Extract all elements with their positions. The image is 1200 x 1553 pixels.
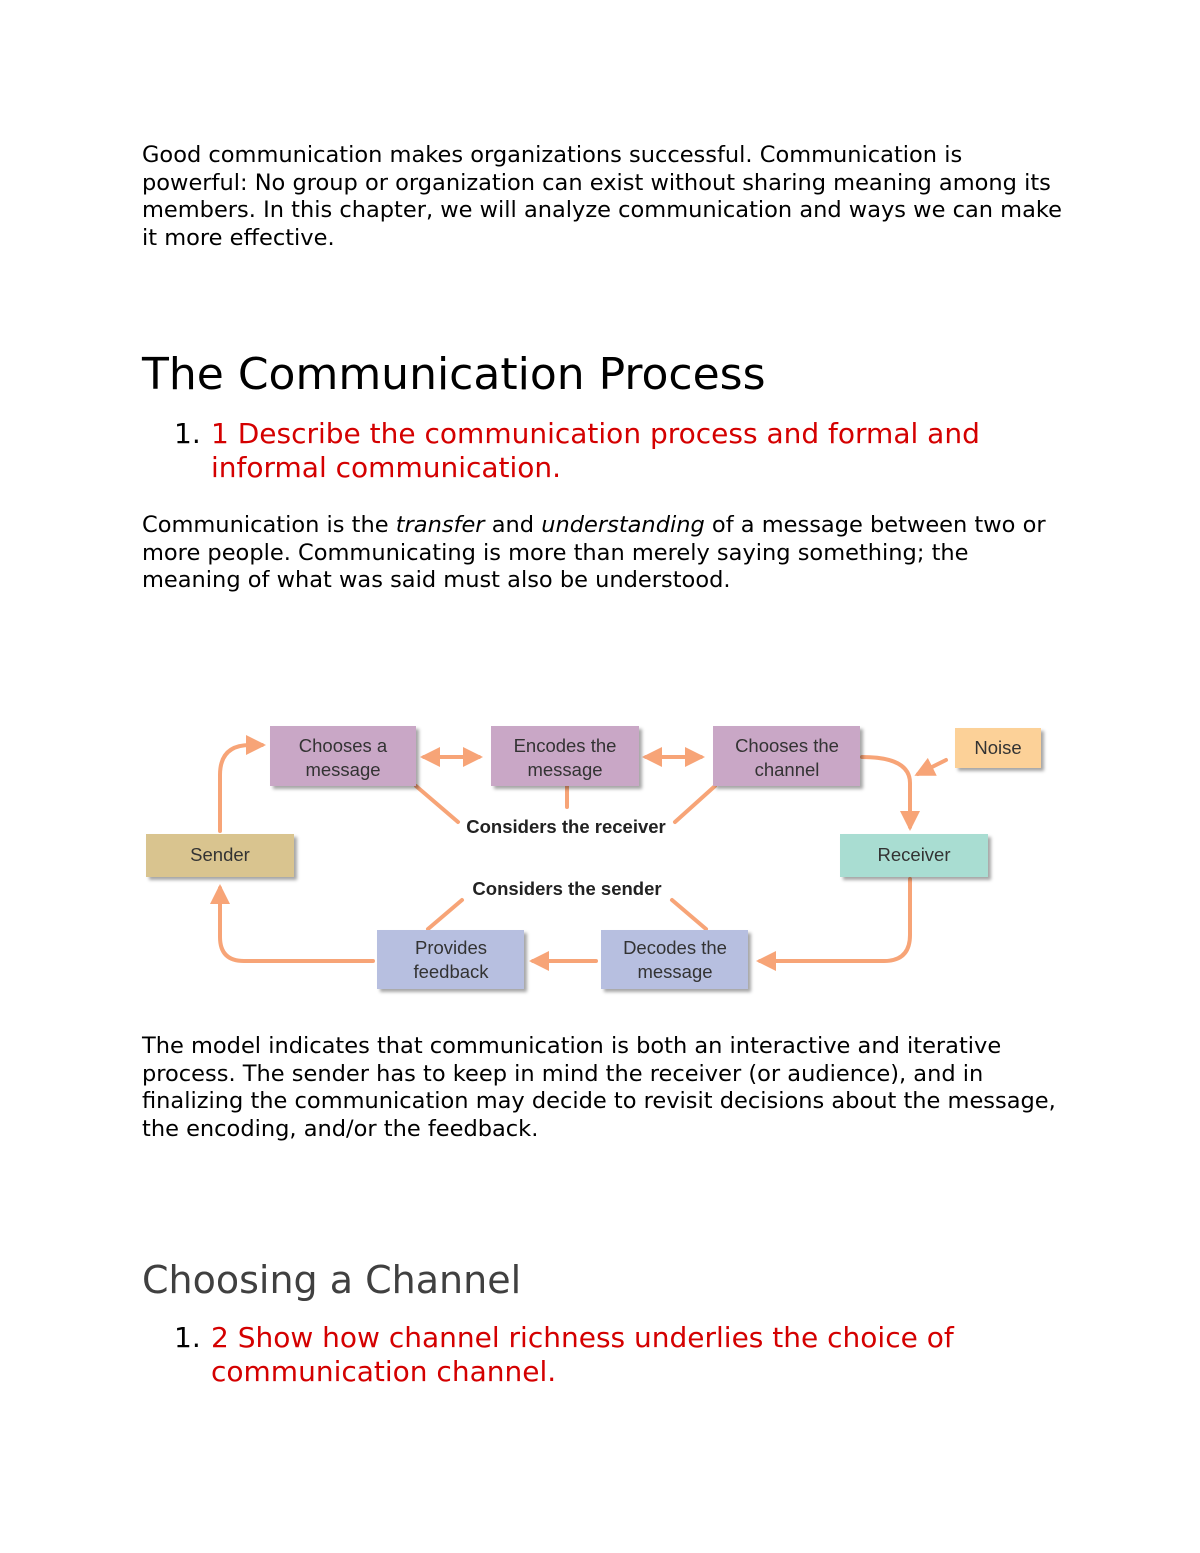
box-label-line: message xyxy=(305,759,380,780)
model-paragraph: The model indicates that communication i… xyxy=(142,1033,1056,1142)
definition-text: of a message between two or more people.… xyxy=(142,512,1046,593)
intro-paragraph: Good communication makes organizations s… xyxy=(142,142,1062,251)
box-label-line: message xyxy=(637,961,712,982)
considers-receiver-label: Considers the receiver xyxy=(466,816,665,837)
box-label-line: feedback xyxy=(413,961,489,982)
definition-paragraph: Communication is the transfer and unders… xyxy=(142,512,1072,595)
section-title-choosing-channel: Choosing a Channel xyxy=(142,1258,522,1302)
communication-process-diagram: Chooses a message Encodes the message Ch… xyxy=(146,726,1041,989)
emphasis-transfer: transfer xyxy=(395,512,485,538)
definition-text: Communication is the xyxy=(142,512,396,538)
box-label-line: Sender xyxy=(190,844,250,865)
section-title-communication-process: The Communication Process xyxy=(142,349,766,400)
arrow-noise-to-receiver xyxy=(914,757,948,776)
objective-text: 2 Show how channel richness underlies th… xyxy=(211,1321,954,1388)
list-number: 1. xyxy=(174,1321,201,1354)
box-label-line: channel xyxy=(755,759,820,780)
box-label-line: Chooses the xyxy=(735,735,839,756)
box-label-line: Chooses a xyxy=(299,735,388,756)
definition-text: and xyxy=(484,512,542,538)
considers-sender-label: Considers the sender xyxy=(472,878,661,899)
arrow-receiver-to-decode xyxy=(756,877,912,971)
objective-text: 1 Describe the communication process and… xyxy=(211,417,980,484)
line-considers-sender-right xyxy=(670,898,708,931)
box-label-line: message xyxy=(527,759,602,780)
arrow-channel-to-receiver xyxy=(860,755,920,831)
arrow-sender-to-choose-message xyxy=(218,735,266,833)
box-receiver: Receiver xyxy=(840,834,988,877)
line-considers-receiver-right xyxy=(673,784,717,824)
emphasis-understanding: understanding xyxy=(541,512,705,538)
box-provides-feedback: Provides feedback xyxy=(377,930,524,989)
arrow-feedback-to-sender xyxy=(210,884,375,963)
box-label-line: Decodes the xyxy=(623,937,727,958)
box-noise: Noise xyxy=(955,728,1041,768)
line-considers-receiver-left xyxy=(414,784,460,824)
learning-objective-1: 1. 1 Describe the communication process … xyxy=(174,417,1074,485)
box-label-line: Noise xyxy=(974,737,1021,758)
box-decode-message: Decodes the message xyxy=(601,930,748,989)
box-choose-message: Chooses a message xyxy=(270,726,416,786)
learning-objective-2: 1. 2 Show how channel richness underlies… xyxy=(174,1321,1074,1389)
box-choose-channel: Chooses the channel xyxy=(713,726,860,786)
box-label-line: Encodes the xyxy=(514,735,617,756)
box-sender: Sender xyxy=(146,834,294,877)
line-considers-sender-left xyxy=(426,898,464,931)
box-encode-message: Encodes the message xyxy=(491,726,639,786)
box-label-line: Provides xyxy=(415,937,487,958)
list-number: 1. xyxy=(174,417,201,450)
box-label-line: Receiver xyxy=(878,844,951,865)
